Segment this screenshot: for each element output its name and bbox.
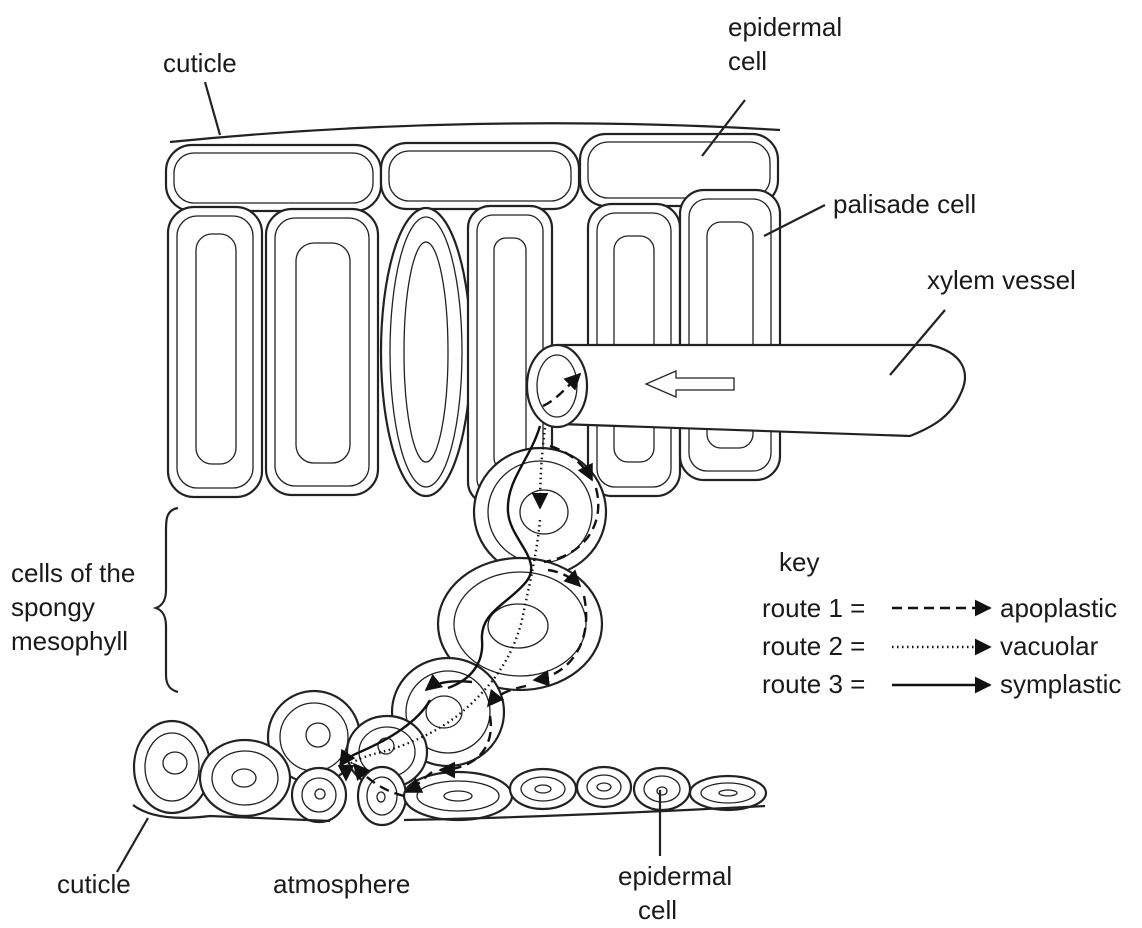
key: key route 1 = apoplastic route 2 = vacuo… bbox=[762, 547, 1121, 699]
lower-epidermal-cell bbox=[577, 767, 631, 807]
key-route-3-label: route 3 = bbox=[762, 669, 865, 699]
spongy-mesophyll bbox=[268, 448, 606, 788]
key-title: key bbox=[779, 547, 819, 577]
label-atmosphere: atmosphere bbox=[273, 869, 410, 899]
key-route-1-label: route 1 = bbox=[762, 593, 865, 623]
key-route-2-label: route 2 = bbox=[762, 631, 865, 661]
label-epidermal-cell-top: cell bbox=[728, 46, 767, 76]
label-xylem-vessel: xylem vessel bbox=[927, 265, 1076, 295]
label-spongy-mesophyll: spongy bbox=[11, 592, 95, 622]
label-spongy-mesophyll: cells of the bbox=[11, 558, 135, 588]
palisade-cell bbox=[680, 190, 780, 480]
xylem-vessel bbox=[527, 345, 965, 436]
lower-epidermal-cell bbox=[634, 768, 690, 810]
lower-epidermal-cell bbox=[358, 767, 406, 825]
spongy-mesophyll-brace bbox=[156, 508, 178, 692]
label-palisade-cell: palisade cell bbox=[833, 189, 976, 219]
lower-epidermal-cell bbox=[292, 768, 346, 822]
key-route-1-name: apoplastic bbox=[1000, 593, 1117, 623]
palisade-cell bbox=[381, 208, 471, 496]
key-route-3-name: symplastic bbox=[1000, 669, 1121, 699]
label-spongy-mesophyll: mesophyll bbox=[11, 626, 128, 656]
label-cuticle-top: cuticle bbox=[163, 48, 237, 78]
label-epidermal-cell-bottom: cell bbox=[638, 895, 677, 925]
key-route-2-name: vacuolar bbox=[1000, 631, 1099, 661]
lower-epidermal-cell bbox=[404, 772, 512, 820]
lower-epidermal-cell bbox=[510, 769, 576, 809]
label-epidermal-cell-top: epidermal bbox=[728, 12, 842, 42]
palisade-cell bbox=[266, 209, 378, 495]
palisade-cell bbox=[168, 207, 262, 497]
upper-epidermal-cell bbox=[166, 145, 381, 211]
label-epidermal-cell-bottom: epidermal bbox=[618, 861, 732, 891]
spongy-cell bbox=[474, 448, 606, 576]
label-cuticle-bottom: cuticle bbox=[57, 869, 131, 899]
upper-epidermal-cell bbox=[381, 143, 579, 209]
